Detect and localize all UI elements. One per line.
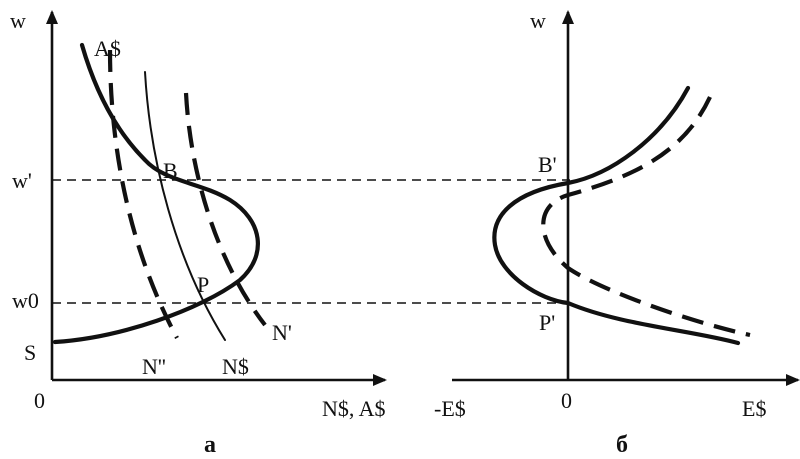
point-label-b: B xyxy=(163,158,178,183)
panel-b-origin-label: 0 xyxy=(561,388,572,413)
curve-label-s: S xyxy=(24,340,36,365)
curve-label-n-dprime: N'' xyxy=(142,354,166,379)
curve-a-dashed xyxy=(107,49,179,339)
labor-demand-curve-n xyxy=(144,71,226,341)
panel-a-x-axis-label: N$, A$ xyxy=(322,396,386,421)
labor-supply-curve-s xyxy=(52,42,260,345)
curve-n-prime-dashed xyxy=(183,92,267,327)
panel-a-y-axis-label: w xyxy=(10,8,26,33)
panel-a-origin-label: 0 xyxy=(34,388,45,413)
panel-a: w w' w0 0 N$, A$ A$ B P S N'' N$ N' а xyxy=(10,8,570,458)
panel-b-y-axis-label: w xyxy=(530,8,546,33)
tick-label-w0: w0 xyxy=(12,288,39,313)
panel-b-x-axis-right-label: E$ xyxy=(742,396,766,421)
curve-label-a: A$ xyxy=(94,36,121,61)
point-label-b-prime: B' xyxy=(538,152,557,177)
point-label-p-prime: P' xyxy=(539,310,555,335)
tick-label-w-prime: w' xyxy=(12,168,32,193)
excess-supply-curve-solid xyxy=(492,85,741,346)
panel-b-caption: б xyxy=(616,432,628,458)
excess-supply-curve-dashed xyxy=(541,96,751,338)
panel-b-x-axis-left-label: -E$ xyxy=(434,396,466,421)
panel-b: w B' P' -E$ 0 E$ б xyxy=(434,8,800,458)
panel-a-caption: а xyxy=(204,432,216,458)
point-label-p: P xyxy=(197,272,209,297)
curve-label-n: N$ xyxy=(222,354,249,379)
curve-label-n-prime: N' xyxy=(272,320,292,345)
